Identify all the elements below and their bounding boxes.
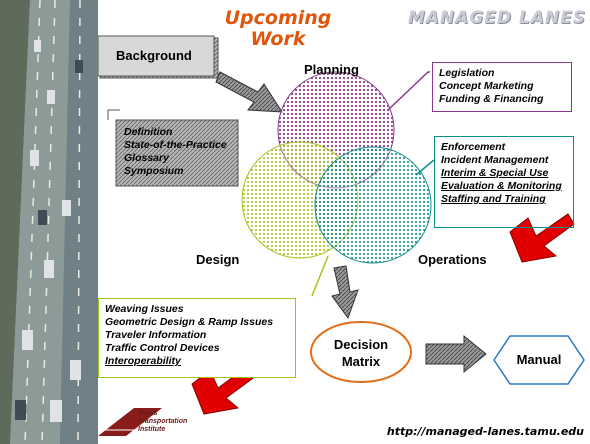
background-item-state-of-practice: State-of-the-Practice bbox=[124, 139, 227, 151]
planning-item-concept-marketing: Concept Marketing bbox=[439, 80, 534, 92]
planning-item-legislation: Legislation bbox=[439, 67, 495, 79]
managed-lanes-brand: MANAGED LANES bbox=[407, 8, 586, 28]
right-arrow bbox=[425, 334, 487, 374]
design-item-interoperability: Interoperability bbox=[105, 355, 181, 367]
operations-circle bbox=[314, 146, 432, 264]
background-item-glossary: Glossary bbox=[124, 152, 169, 164]
tti-logo-mark bbox=[98, 408, 162, 436]
background-box bbox=[98, 35, 215, 77]
tti-logo-line-2: Transportation bbox=[138, 418, 188, 425]
title-line-2: Work bbox=[250, 28, 306, 50]
background-arrow bbox=[215, 71, 283, 113]
background-item-symposium: Symposium bbox=[124, 165, 184, 177]
operations-item-enforcement: Enforcement bbox=[441, 141, 506, 153]
design-connector bbox=[311, 255, 329, 297]
decision-matrix-ellipse bbox=[310, 321, 412, 383]
decision-line-1: Decision bbox=[333, 337, 389, 352]
planning-item-funding: Funding & Financing bbox=[439, 93, 544, 105]
planning-connector bbox=[387, 71, 430, 111]
tti-logo-line-3: Institute bbox=[138, 426, 166, 433]
operations-item-incident-management: Incident Management bbox=[441, 154, 549, 166]
down-arrow bbox=[331, 265, 359, 320]
operations-connector bbox=[415, 159, 435, 176]
design-item-weaving: Weaving Issues bbox=[105, 303, 184, 315]
background-connector bbox=[107, 109, 120, 120]
diagram-area: Upcoming Work MANAGED LANES bbox=[98, 0, 590, 444]
slide-title: Upcoming Work bbox=[218, 8, 338, 50]
design-item-traffic-control: Traffic Control Devices bbox=[105, 342, 220, 354]
background-label: Background bbox=[116, 48, 192, 63]
operations-label: Operations bbox=[418, 252, 487, 267]
website-url: http://managed-lanes.tamu.edu bbox=[386, 425, 584, 438]
design-items-box: Weaving Issues Geometric Design & Ramp I… bbox=[98, 298, 296, 378]
title-line-1: Upcoming bbox=[224, 7, 332, 29]
planning-label: Planning bbox=[304, 62, 359, 77]
background-items: Definition State-of-the-Practice Glossar… bbox=[124, 126, 227, 178]
decision-matrix-label: Decision Matrix bbox=[311, 336, 411, 370]
highway-photo-strip bbox=[0, 0, 98, 444]
planning-items-box: Legislation Concept Marketing Funding & … bbox=[432, 62, 572, 112]
design-item-geometric: Geometric Design & Ramp Issues bbox=[105, 316, 274, 328]
design-label: Design bbox=[196, 252, 240, 267]
highway-photo-image bbox=[0, 0, 98, 444]
red-arrow-operations bbox=[509, 213, 575, 263]
manual-label: Manual bbox=[516, 352, 562, 367]
tti-logo-line-1: Texas bbox=[138, 410, 158, 417]
background-items-box bbox=[115, 119, 239, 187]
operations-item-staffing-training: Staffing and Training bbox=[441, 193, 546, 205]
venn-diagram bbox=[98, 35, 585, 436]
operations-item-interim-special-use: Interim & Special Use bbox=[441, 167, 549, 179]
manual-hexagon bbox=[493, 335, 585, 385]
operations-item-evaluation-monitoring: Evaluation & Monitoring bbox=[441, 180, 562, 192]
operations-items-box: Enforcement Incident Management Interim … bbox=[434, 136, 574, 228]
decision-line-2: Matrix bbox=[341, 354, 381, 369]
design-item-traveler-info: Traveler Information bbox=[105, 329, 207, 341]
background-item-definition: Definition bbox=[124, 126, 173, 138]
tti-logo-text: Texas Transportation Institute bbox=[138, 410, 187, 434]
